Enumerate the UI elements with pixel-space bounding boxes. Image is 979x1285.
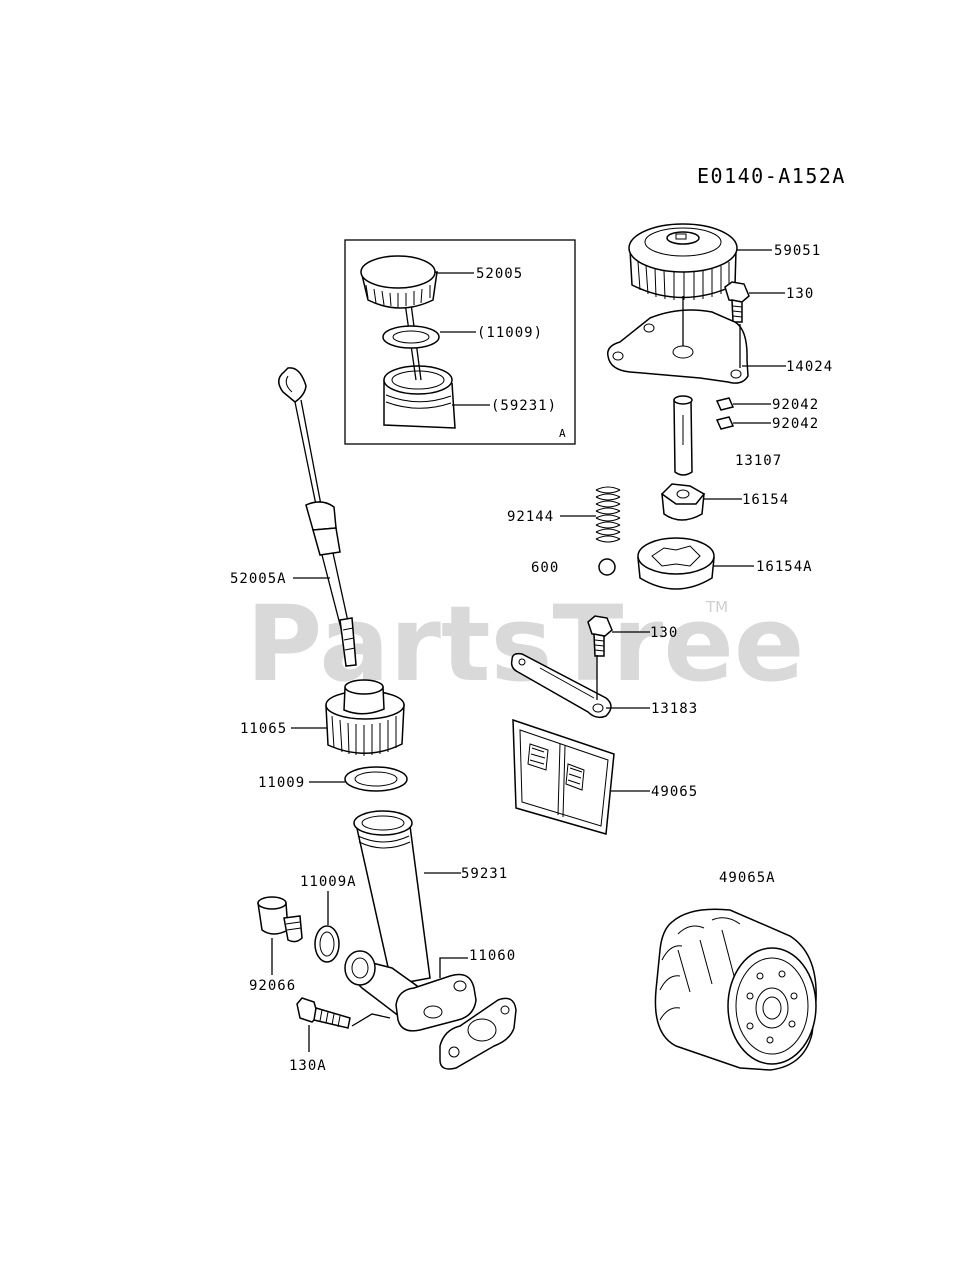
label-16154A: 16154A [756,559,813,575]
label-92066: 92066 [249,978,296,994]
gasket-11060 [439,997,517,1070]
label-11065: 11065 [240,721,287,737]
label-52005A: 52005A [230,571,287,587]
dipstick [278,367,357,667]
label-49065A: 49065A [719,870,776,886]
inset-label: A [559,427,567,440]
diagram-code: E0140-A152A [697,164,846,188]
oil-pump-gear [628,223,738,300]
label-11009-ref: (11009) [477,325,543,341]
label-130A: 130A [289,1058,327,1074]
label-59231: 59231 [461,866,508,882]
label-52005: 52005 [476,266,523,282]
o-ring-11009A [314,925,340,963]
bolt-130-top [724,281,750,323]
label-11060: 11060 [469,948,516,964]
label-92144: 92144 [507,509,554,525]
outer-rotor [637,537,715,590]
inset-detail-a: A 52005 (11009) (59231) [344,239,576,445]
strainer-bracket [510,652,612,719]
label-13183: 13183 [651,701,698,717]
bolt-130A [296,997,351,1029]
label-14024: 14024 [786,359,833,375]
label-11009: 11009 [258,775,305,791]
relief-spring [595,486,621,543]
label-130-mid: 130 [650,625,678,641]
inset-oil-filler-tube [383,365,456,429]
label-59051: 59051 [774,243,821,259]
label-16154: 16154 [742,492,789,508]
washer-11009 [344,766,408,792]
oil-strainer [512,718,615,835]
pump-cover-plate [607,309,749,384]
relief-ball [598,558,616,576]
bolt-130-mid [587,615,613,657]
label-13107: 13107 [735,453,782,469]
label-130-top: 130 [786,286,814,302]
label-92042-a: 92042 [772,397,819,413]
label-92042-b: 92042 [772,416,819,432]
watermark-trademark: TM [705,598,728,616]
inner-rotor [660,483,706,521]
oil-filler-cap [325,679,405,756]
inset-washer [382,325,440,349]
watermark: PartsTree [246,583,804,705]
pump-shaft [673,395,693,476]
label-11009A: 11009A [300,874,357,890]
drain-plug [257,896,303,943]
label-600: 600 [531,560,559,576]
oil-filler-tube [344,810,477,1032]
inset-dipstick-cap [360,255,438,309]
oil-filter [654,908,817,1071]
label-49065: 49065 [651,784,698,800]
pins-92042 [715,397,735,430]
label-59231-ref: (59231) [491,398,557,414]
